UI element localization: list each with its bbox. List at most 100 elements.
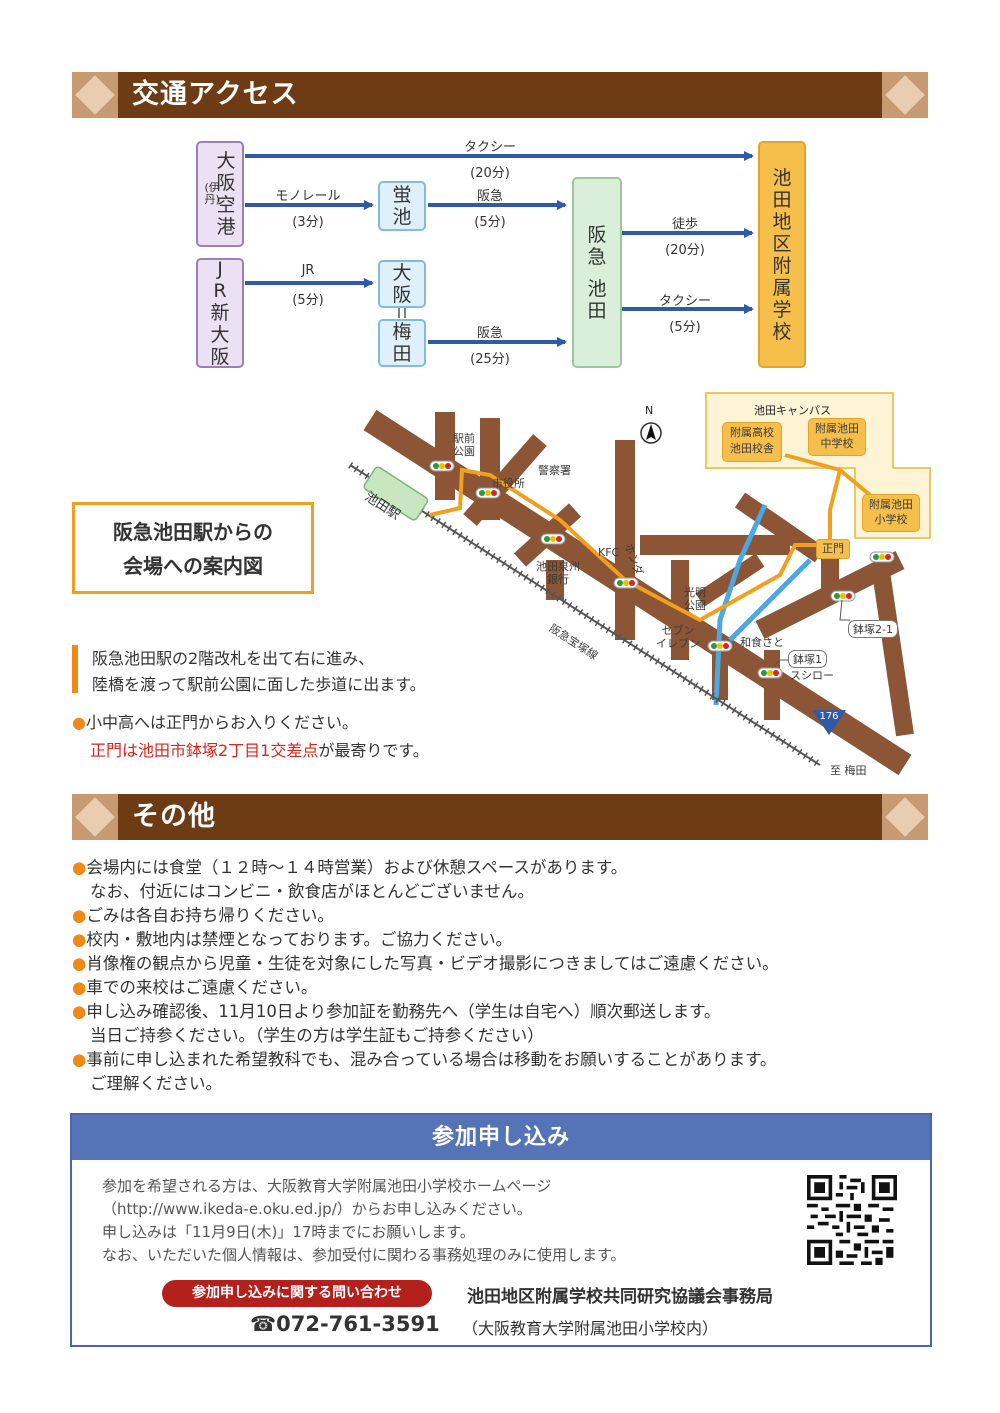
note-item: ●ごみは各自お持ち帰りください。 <box>72 906 334 925</box>
monorail-label: モノレール <box>275 189 341 204</box>
police-label: 警察署 <box>538 464 571 477</box>
umeda-char: 田 <box>392 343 412 365</box>
qr-code[interactable] <box>807 1175 897 1265</box>
hachizuka2-label: 鉢塚2-1 <box>848 620 898 638</box>
apply-line: 申し込みは「11月9日(木)」17時までにお願いします。 <box>102 1223 475 1241</box>
hankyu-ikeda-char: 田 <box>587 299 607 322</box>
apply-text: 参加を希望される方は、大阪教育大学附属池田小学校ホームページ （http://w… <box>102 1175 626 1267</box>
school-char: 区 <box>772 232 792 255</box>
walking-route <box>429 466 872 623</box>
apply-line: なお、いただいた個人情報は、参加受付に関わる事務処理のみに使用します。 <box>102 1246 626 1264</box>
komyo-park-label: 光明 公園 <box>684 586 706 612</box>
taxi-ikeda-label: タクシー <box>658 294 711 309</box>
seven-line: イレブン <box>656 637 700 650</box>
note-item: ●肖像権の観点から児童・生徒を対象にした写真・ビデオ撮影につきましてはご遠慮くだ… <box>72 954 779 973</box>
high-school-box: 附属高校 池田校舎 <box>722 422 782 462</box>
note-item: ●申し込み確認後、11月10日より参加証を勤務先へ（学生は自宅へ）順次郵送します… <box>72 1002 721 1021</box>
osaka-airport-box: (伊丹) 大 阪 空 港 <box>196 141 244 247</box>
bank-label: 池田泉州 銀行 <box>536 560 580 586</box>
jr-char: R <box>213 280 227 302</box>
jr-char: 新 <box>210 302 230 324</box>
komyo-park-line: 公園 <box>684 599 706 612</box>
osaka-char: 阪 <box>392 284 412 306</box>
hankyu-ikeda-char: 急 <box>587 245 607 268</box>
sushiro-label: スシロー <box>790 669 834 682</box>
junior-high-name: 附属池田 <box>815 422 859 435</box>
ekimae-park-label: 駅前 公園 <box>453 432 475 458</box>
contact-pill: 参加申し込みに関する問い合わせ <box>162 1280 432 1307</box>
school-char: 属 <box>772 276 792 299</box>
high-school-campus: 池田校舎 <box>730 442 774 455</box>
seven-eleven-label: セブン イレブン <box>656 624 700 650</box>
airport-char: 阪 <box>216 172 236 194</box>
route-176-sign <box>812 710 846 735</box>
airport-char: 空 <box>216 194 236 216</box>
note-item: ●会場内には食堂（１２時～１４時営業）および休憩スペースがあります。 <box>72 858 628 877</box>
note-item-cont: なお、付近にはコンビニ・飲食店がほとんどございません。 <box>90 882 535 901</box>
bank-line: 銀行 <box>547 573 569 586</box>
apply-line: 参加を希望される方は、大阪教育大学附属池田小学校ホームページ <box>102 1177 552 1195</box>
guide-title-line1: 阪急池田駅からの <box>113 520 273 544</box>
north-label: N <box>645 404 654 417</box>
bank-line: 池田泉州 <box>536 560 580 573</box>
hachizuka1-label: 鉢塚1 <box>788 650 827 668</box>
monorail-time: (3分) <box>292 215 324 230</box>
gate-nearest: 正門は池田市鉢塚2丁目1交差点が最寄りです。 <box>90 737 429 761</box>
diamond-ornament-right <box>882 72 928 118</box>
phone-note: （大阪教育大学附属池田小学校内） <box>462 1319 719 1338</box>
apply-title: 参加申し込み <box>72 1115 930 1160</box>
taxi-ikeda-time: (5分) <box>669 320 701 335</box>
note-item-cont: ご理解ください。 <box>90 1074 222 1093</box>
access-title: 交通アクセス <box>132 79 299 110</box>
gate-note-text: 小中高へは正門からお入りください。 <box>85 713 358 732</box>
jr-shin-osaka-box: J R 新 大 阪 <box>196 258 244 368</box>
school-char: 田 <box>772 188 792 211</box>
access-arrows <box>245 151 754 347</box>
umeda-char: 梅 <box>392 321 412 343</box>
junior-high-box: 附属池田 中学校 <box>808 418 866 456</box>
railway <box>348 462 822 768</box>
access-section-header: 交通アクセス <box>72 72 928 118</box>
river <box>713 503 768 706</box>
ikeda-station-shape <box>363 466 429 521</box>
school-char: 池 <box>772 166 792 189</box>
hankyu-ikeda-char: 池 <box>587 277 607 300</box>
office-name: 池田地区附属学校共同研究協議会事務局 <box>467 1287 773 1307</box>
route-176-label: 176 <box>819 711 839 722</box>
hankyu2-label: 阪急 <box>476 326 503 341</box>
note-item-cont: 当日ご持参ください。（学生の方は学生証もご持参ください） <box>90 1026 544 1045</box>
hankyu-ikeda-box: 阪 急 池 田 <box>572 177 622 368</box>
to-umeda-label: 至 梅田 <box>830 764 867 777</box>
walk-time: (20分) <box>665 243 705 258</box>
school-char: 校 <box>772 320 792 343</box>
traffic-signals <box>429 460 895 679</box>
junior-high-type: 中学校 <box>820 437 854 450</box>
hotarugaike-char: 池 <box>392 206 412 228</box>
gate-nearest-suffix: が最寄りです。 <box>318 741 429 760</box>
other-section-header: その他 <box>72 794 928 840</box>
airport-char: 港 <box>216 216 236 238</box>
note-item: ●車での来校はご遠慮ください。 <box>72 978 318 997</box>
seven-line: セブン <box>661 624 695 637</box>
school-box: 池 田 地 区 附 属 学 校 <box>758 141 806 368</box>
guide-map-title: 阪急池田駅からの 会場への案内図 <box>72 502 314 594</box>
other-notes-list: ●会場内には食堂（１２時～１４時営業）および休憩スペースがあります。 なお、付近… <box>72 856 932 1096</box>
guide-title-line2: 会場への案内図 <box>123 554 263 578</box>
diamond-ornament-right <box>882 794 928 840</box>
apply-url-line[interactable]: （http://www.ikeda-e.oku.ed.jp/）からお申し込みくだ… <box>102 1200 532 1218</box>
directions-bar <box>72 645 78 693</box>
jr-char: 阪 <box>210 346 230 368</box>
note-item: ●事前に申し込まれた希望教科でも、混み合っている場合は移動をお願いすることがあり… <box>72 1050 777 1069</box>
phone-number[interactable]: ☎072-761-3591 <box>250 1312 440 1336</box>
other-title: その他 <box>132 801 216 832</box>
jr-char: 大 <box>210 324 230 346</box>
gate-note: ●小中高へは正門からお入りください。 <box>72 713 358 732</box>
city-hall-label: 市役所 <box>492 477 525 490</box>
taxi-airport-label: タクシー <box>463 140 516 155</box>
osaka-station-box: 大 阪 <box>378 260 426 308</box>
jr-time: (5分) <box>292 293 324 308</box>
hankyu1-time: (5分) <box>474 215 506 230</box>
kfc-label: KFC <box>598 546 620 559</box>
apply-box: 参加申し込み 参加を希望される方は、大阪教育大学附属池田小学校ホームページ （h… <box>70 1113 932 1347</box>
elementary-type: 小学校 <box>874 513 908 526</box>
